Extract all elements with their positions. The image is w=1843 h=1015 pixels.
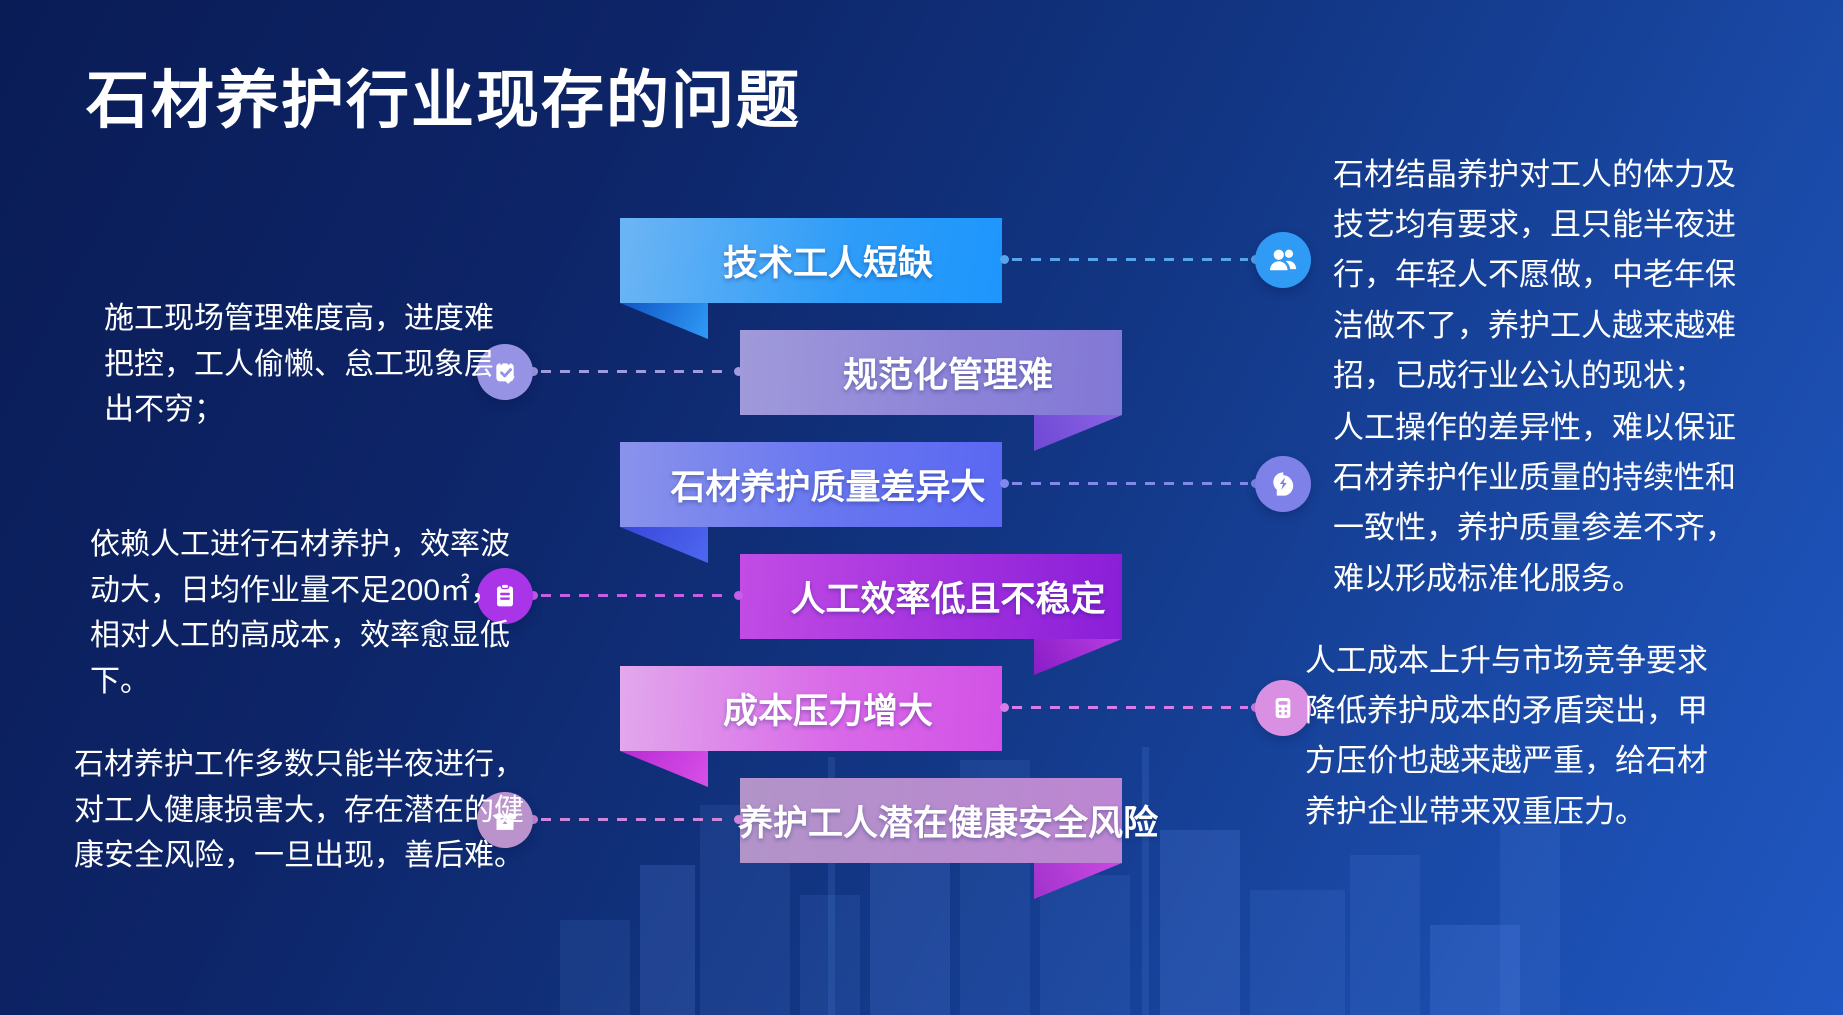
left-note-3: 石材养护工作多数只能半夜进行，对工人健康损害大，存在潜在的健康安全风险，一旦出现…: [74, 748, 524, 873]
left-note-2: 依赖人工进行石材养护，效率波动大，日均作业量不足200㎡，相对人工的高成本，效率…: [90, 528, 510, 698]
banner-quality-variance: 石材养护质量差异大: [620, 442, 1002, 527]
building: [560, 920, 630, 1015]
building: [1250, 890, 1345, 1015]
banner-label: 人工效率低且不稳定: [790, 580, 1106, 619]
connector-dotted-line: [1000, 255, 1260, 264]
banner-health-risk: 养护工人潜在健康安全风险: [738, 778, 1158, 863]
open-box-icon: [477, 792, 533, 848]
connector-dotted-line: [529, 367, 743, 376]
banner-label: 规范化管理难: [842, 356, 1053, 395]
building: [1160, 830, 1240, 1015]
building: [1500, 825, 1560, 1015]
page-title: 石材养护行业现存的问题: [86, 66, 801, 136]
building: [1040, 875, 1130, 1015]
connector-dotted-line: [529, 815, 743, 824]
building: [1350, 855, 1420, 1015]
banner-tail: [1034, 415, 1122, 451]
connector-dotted-line: [529, 591, 743, 600]
building: [640, 865, 695, 1015]
clipboard-check-icon: [477, 344, 533, 400]
banner-tail: [1034, 639, 1122, 675]
right-note-3: 人工成本上升与市场竞争要求降低养护成本的矛盾突出，甲方压价也越来越严重，给石材养…: [1305, 643, 1708, 829]
banner-low-efficiency: 人工效率低且不稳定: [740, 554, 1122, 639]
building: [870, 840, 950, 1015]
calculator-icon: [1255, 680, 1311, 736]
building: [1430, 925, 1520, 1015]
banner-tech-worker-shortage: 技术工人短缺: [620, 218, 1002, 303]
connector-dotted-line: [1000, 703, 1260, 712]
banner-label: 石材养护质量差异大: [670, 468, 986, 507]
connector-dotted-line: [1000, 479, 1260, 488]
banner-tail: [620, 303, 708, 339]
banner-label: 养护工人潜在健康安全风险: [738, 804, 1159, 843]
right-note-1: 石材结晶养护对工人的体力及技艺均有要求，且只能半夜进行，年轻人不愿做，中老年保洁…: [1333, 157, 1736, 393]
banner-standardized-management: 规范化管理难: [740, 330, 1122, 415]
building: [800, 895, 860, 1015]
banner-label: 成本压力增大: [722, 692, 933, 731]
antenna-spire: [828, 757, 835, 1015]
clipboard-icon: [477, 568, 533, 624]
users-icon: [1255, 232, 1311, 288]
banner-label: 技术工人短缺: [722, 244, 933, 283]
banner-tail: [620, 751, 708, 787]
banner-tail: [620, 527, 708, 563]
mind-lightning-icon: [1255, 456, 1311, 512]
banner-cost-pressure: 成本压力增大: [620, 666, 1002, 751]
left-note-1: 施工现场管理难度高，进度难把控，工人偷懒、怠工现象层出不穷；: [104, 302, 494, 427]
antenna-spire: [1142, 747, 1149, 1015]
right-note-2: 人工操作的差异性，难以保证石材养护作业质量的持续性和一致性，养护质量参差不齐，难…: [1333, 410, 1736, 596]
